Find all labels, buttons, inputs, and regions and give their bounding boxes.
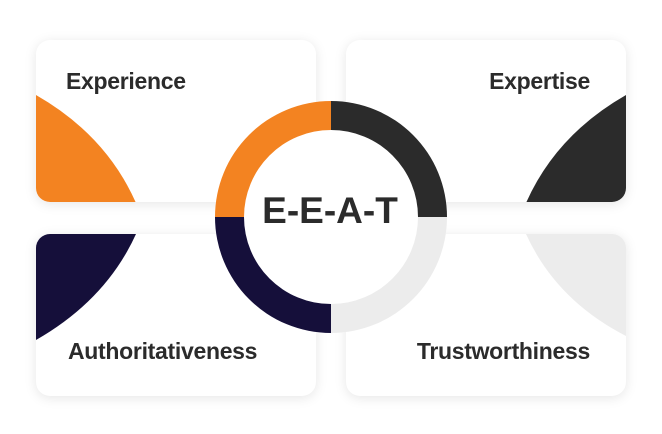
trustworthiness-accent-shape — [526, 234, 626, 336]
trustworthiness-card: Trustworthiness — [346, 234, 626, 396]
ring-segment-expertise — [331, 101, 447, 217]
trustworthiness-label: Trustworthiness — [416, 338, 590, 364]
ring-segment-trustworthiness — [331, 217, 447, 333]
expertise-label: Expertise — [489, 68, 590, 94]
expertise-accent-shape — [526, 95, 626, 202]
ring-segment-authoritativeness — [215, 217, 331, 333]
experience-accent-shape — [36, 95, 136, 202]
authoritativeness-accent-shape — [36, 234, 136, 340]
center-title: E-E-A-T — [262, 190, 398, 231]
ring-segment-experience — [215, 101, 331, 217]
authoritativeness-label: Authoritativeness — [68, 338, 258, 364]
expertise-card: Expertise — [346, 40, 626, 202]
experience-label: Experience — [66, 68, 186, 94]
